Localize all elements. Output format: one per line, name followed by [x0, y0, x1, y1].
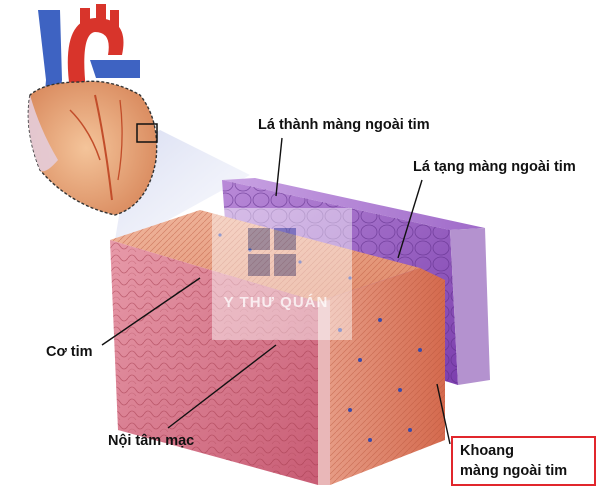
watermark-text: Y THƯ QUÁN: [223, 294, 329, 311]
label-pericardial-cavity-line1: Khoang: [460, 443, 514, 459]
leader-lines: [101, 137, 451, 445]
label-myocardium: Cơ tim: [46, 344, 93, 360]
label-visceral-pericardium: Lá tạng màng ngoài tim: [413, 159, 576, 175]
leader-myocardium: [101, 277, 201, 346]
label-pericardial-cavity-box: Khoang màng ngoài tim: [451, 436, 596, 486]
zoom-square: [136, 123, 158, 143]
label-endocardium: Nội tâm mạc: [108, 433, 195, 449]
label-parietal-pericardium: Lá thành màng ngoài tim: [258, 117, 430, 133]
leader-visceral: [397, 179, 423, 259]
watermark-logo: [212, 208, 352, 340]
leader-cavity: [436, 383, 451, 445]
myocardium-block: [110, 210, 445, 485]
label-pericardial-cavity-line2: màng ngoài tim: [460, 463, 568, 479]
heart-illustration: [27, 4, 158, 216]
leader-endocardium: [167, 344, 277, 429]
leader-parietal: [275, 137, 283, 197]
